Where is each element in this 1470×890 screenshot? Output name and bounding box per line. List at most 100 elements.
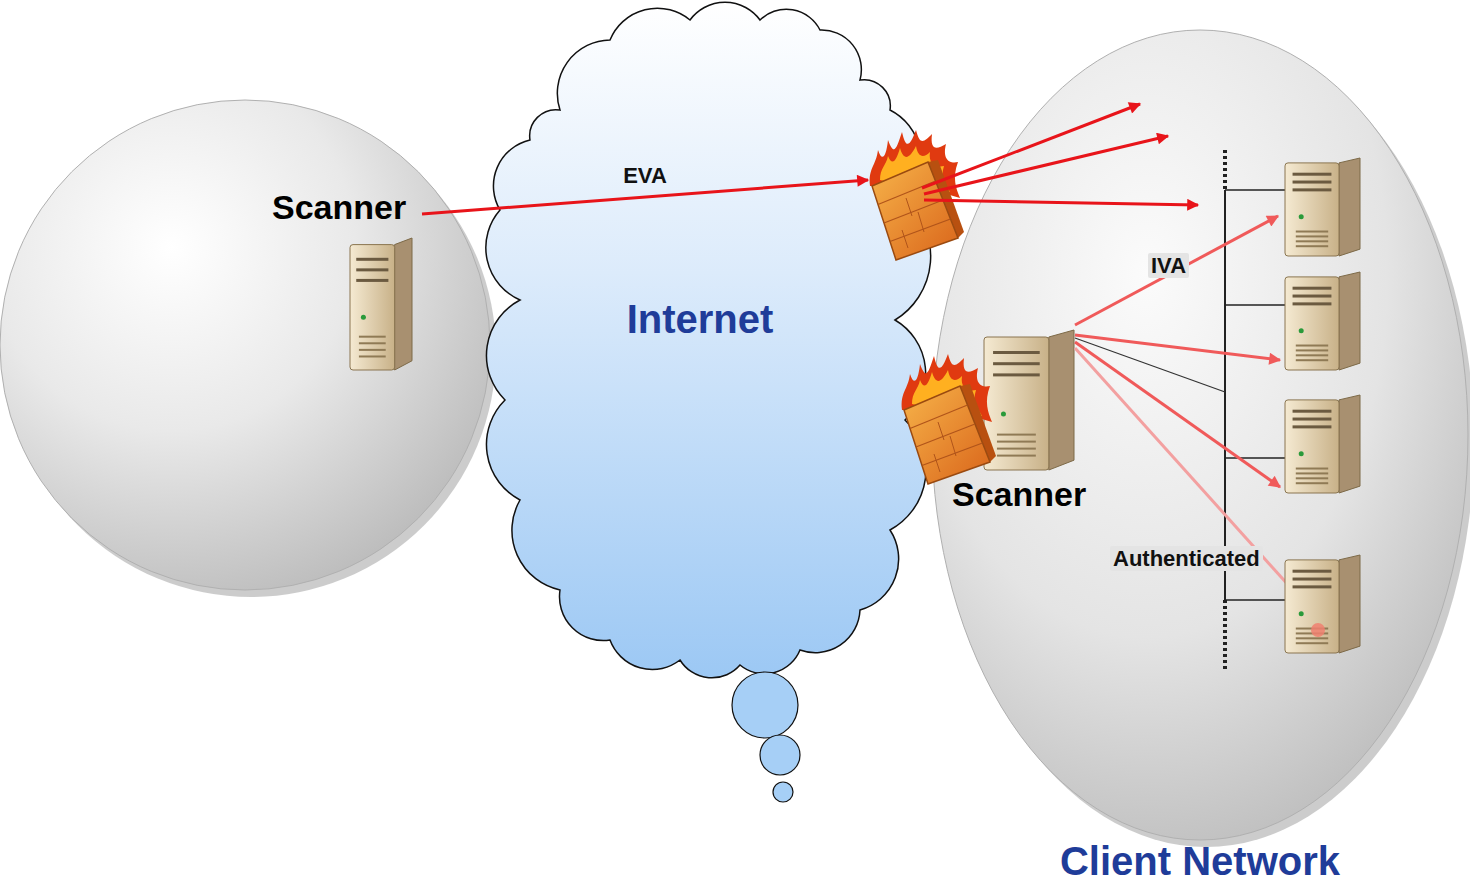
lan-bus xyxy=(1223,600,1227,672)
thought-bubble xyxy=(732,672,798,738)
server-icon xyxy=(984,330,1074,470)
server-icon xyxy=(356,268,388,271)
server-icon xyxy=(359,349,386,351)
server-icon xyxy=(1285,555,1360,653)
server-icon xyxy=(1339,272,1360,370)
authenticated-scan-line xyxy=(1075,348,1300,598)
server-icon xyxy=(1296,240,1328,242)
server-icon xyxy=(359,342,386,344)
server-icon xyxy=(1296,345,1328,347)
server-icon xyxy=(359,336,386,338)
scan-arrow xyxy=(1075,335,1280,360)
server-icon xyxy=(1339,555,1360,653)
scan-arrow xyxy=(1075,342,1280,487)
server-icon xyxy=(1293,410,1332,413)
server-icon xyxy=(993,373,1040,376)
server-icon xyxy=(1293,585,1332,588)
zone-label: IVA xyxy=(1148,253,1189,278)
server-icon xyxy=(356,279,388,282)
server-icon xyxy=(1296,354,1328,356)
scanner-site-circle xyxy=(0,100,496,597)
scan-arrow xyxy=(1075,216,1278,325)
server-icon xyxy=(997,441,1036,443)
server-icon xyxy=(1299,611,1304,616)
server-icon xyxy=(1296,468,1328,470)
server-icon xyxy=(1293,418,1332,421)
server-icon xyxy=(1299,328,1304,333)
server-icon xyxy=(997,455,1036,457)
server-icon xyxy=(1296,245,1328,247)
server-icon xyxy=(1296,231,1328,233)
firewall-icon xyxy=(902,354,996,484)
server-icon xyxy=(1285,158,1360,256)
server-icon xyxy=(1293,570,1332,573)
server-icon xyxy=(1296,472,1328,474)
thought-bubble xyxy=(760,735,800,775)
server-icon xyxy=(997,434,1036,436)
infected-marker xyxy=(1311,623,1325,637)
host-label: Scanner xyxy=(952,475,1086,514)
server-icon xyxy=(993,362,1040,365)
lan-bus xyxy=(1225,189,1290,191)
thought-bubble xyxy=(773,782,793,802)
authenticated-scan-line xyxy=(1075,348,1300,598)
server-icon xyxy=(1339,395,1360,493)
server-icon xyxy=(1001,412,1006,417)
lan-bus xyxy=(1075,338,1225,392)
server-icon xyxy=(984,330,1074,470)
server-icon xyxy=(1293,181,1332,184)
edge-label: EVA xyxy=(623,163,667,188)
server-icon xyxy=(1293,578,1332,581)
server-icon xyxy=(395,238,412,370)
server-icon xyxy=(1285,560,1339,653)
server-icon xyxy=(1296,637,1328,639)
server-icon xyxy=(1293,173,1332,176)
cloud-outline xyxy=(486,2,931,678)
server-icon xyxy=(1285,400,1339,493)
server-icon xyxy=(1285,163,1339,256)
server-icon xyxy=(1299,451,1304,456)
server-icon xyxy=(1293,287,1332,290)
scanner-site-circle xyxy=(0,100,490,590)
server-icon xyxy=(350,238,412,370)
server-icon xyxy=(1296,235,1328,237)
scan-mode-label: Authenticated xyxy=(1110,546,1263,571)
server-icon xyxy=(1285,158,1360,653)
server-icon xyxy=(361,315,366,320)
server-icon xyxy=(1285,277,1339,370)
internet-cloud: Internet xyxy=(495,0,915,800)
lan-bus xyxy=(1225,599,1290,601)
server-icon xyxy=(350,245,395,370)
scan-arrow xyxy=(1075,216,1280,487)
breach-arrow xyxy=(924,136,1168,194)
server-icon xyxy=(1293,295,1332,298)
server-icon xyxy=(1293,425,1332,428)
server-icon xyxy=(1285,395,1360,493)
server-icon xyxy=(1296,642,1328,644)
server-icon xyxy=(356,258,388,261)
lan-bus xyxy=(1223,150,1227,190)
region-title: Internet xyxy=(627,296,774,342)
server-icon xyxy=(350,238,412,370)
server-icon xyxy=(359,355,386,357)
network-ellipse xyxy=(932,30,1468,840)
server-icon xyxy=(1296,477,1328,479)
server-icon xyxy=(1339,158,1360,256)
server-icon xyxy=(1293,188,1332,191)
scanner-host: Scanner xyxy=(272,188,422,378)
lan-bus xyxy=(1225,457,1290,459)
server-icon xyxy=(1049,330,1074,470)
lan-bus xyxy=(1225,304,1290,306)
cloud-outline xyxy=(495,0,915,800)
server-icon xyxy=(993,351,1040,354)
breach-arrow xyxy=(922,104,1198,205)
server-icon xyxy=(1296,482,1328,484)
server-icon xyxy=(1285,272,1360,370)
server-icon xyxy=(1296,359,1328,361)
lan-bus xyxy=(1075,150,1290,672)
